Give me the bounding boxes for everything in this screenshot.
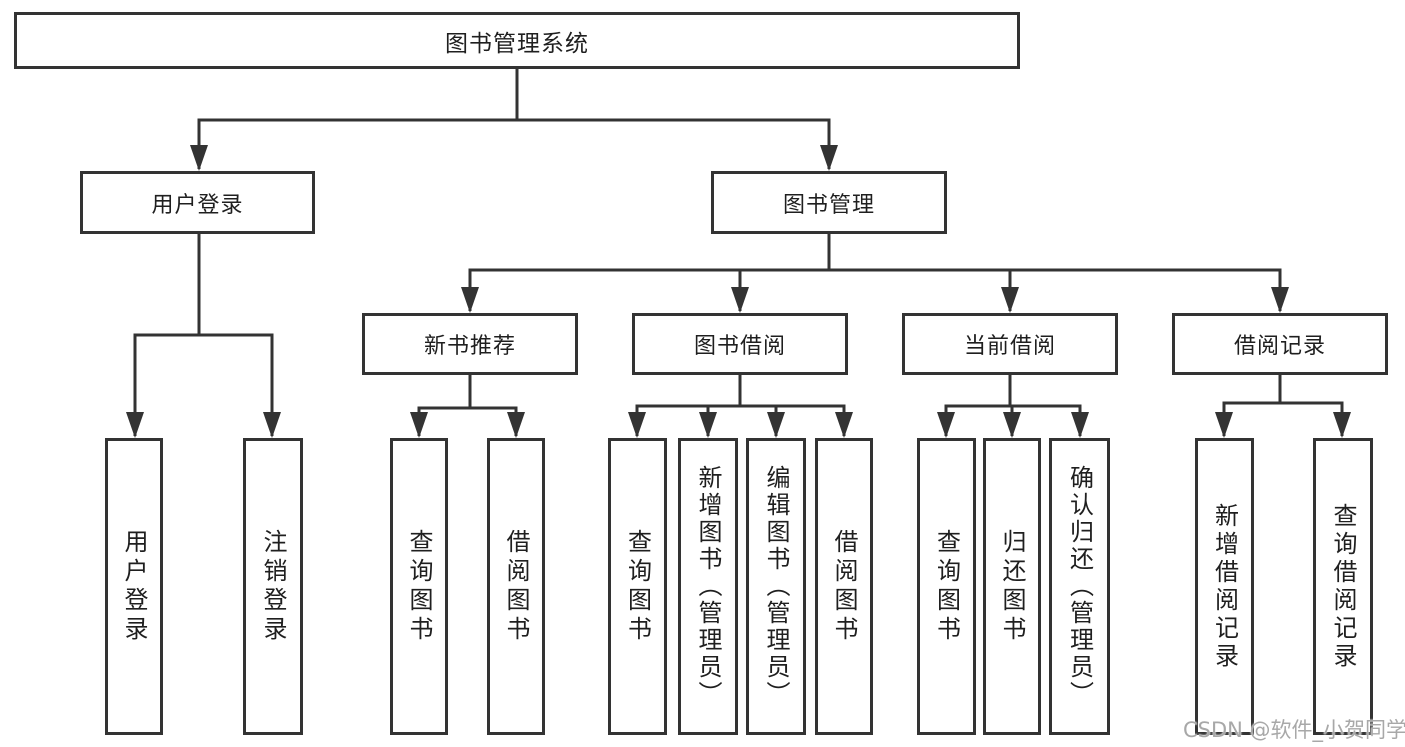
node-label: 新增借阅记录 <box>1210 502 1239 671</box>
connector-book-borrow-children <box>628 375 853 438</box>
node-label: 查询图书 <box>932 528 961 645</box>
node-label: 借阅记录 <box>1233 334 1326 359</box>
node-leaf-borrow-books-2: 借阅图书 <box>815 438 873 735</box>
node-current-borrowing: 当前借阅 <box>902 313 1118 375</box>
node-leaf-edit-book-admin: 编辑图书（管理员） <box>746 438 806 735</box>
node-book-borrowing: 图书借阅 <box>632 313 848 375</box>
connector-user-login-children <box>126 234 281 438</box>
node-leaf-add-book-admin: 新增图书（管理员） <box>678 438 738 735</box>
node-label: 当前借阅 <box>963 334 1056 359</box>
node-borrowing-records: 借阅记录 <box>1172 313 1388 375</box>
node-label: 借阅图书 <box>830 528 858 645</box>
node-library-management-system: 图书管理系统 <box>14 12 1020 69</box>
node-label: 新增图书（管理员） <box>694 465 722 708</box>
node-leaf-query-books-1: 查询图书 <box>390 438 448 735</box>
node-leaf-return-books: 归还图书 <box>983 438 1041 735</box>
node-leaf-query-books-3: 查询图书 <box>917 438 976 735</box>
connector-current-borrow-children <box>937 375 1089 438</box>
connector-new-book-children <box>410 375 525 438</box>
connector-root-to-level2 <box>190 69 838 171</box>
connector-book-mgmt-modules <box>461 234 1289 313</box>
node-label: 图书管理系统 <box>445 30 589 57</box>
node-label: 用户登录 <box>151 192 244 218</box>
node-label: 注销登录 <box>259 528 287 645</box>
node-label: 确认归还（管理员） <box>1065 465 1094 708</box>
node-book-management-branch: 图书管理 <box>711 171 947 234</box>
node-label: 图书借阅 <box>693 334 786 359</box>
connector-borrow-record-children <box>1215 375 1351 438</box>
csdn-watermark: CSDN @软件_小贺同学 <box>1183 718 1405 742</box>
node-leaf-add-borrow-record: 新增借阅记录 <box>1195 438 1254 735</box>
node-label: 图书管理 <box>782 192 875 218</box>
node-user-login-branch: 用户登录 <box>80 171 315 234</box>
node-label: 查询图书 <box>623 528 652 645</box>
node-label: 编辑图书（管理员） <box>762 465 790 708</box>
node-label: 用户登录 <box>120 528 148 645</box>
node-leaf-query-borrow-record: 查询借阅记录 <box>1313 438 1373 735</box>
node-leaf-query-books-2: 查询图书 <box>608 438 667 735</box>
node-leaf-borrow-books-1: 借阅图书 <box>487 438 545 735</box>
node-label: 归还图书 <box>998 528 1026 645</box>
node-label: 借阅图书 <box>502 528 530 645</box>
node-label: 查询图书 <box>405 528 433 645</box>
node-label: 查询借阅记录 <box>1329 502 1357 671</box>
node-leaf-user-login: 用户登录 <box>105 438 163 735</box>
node-label: 新书推荐 <box>423 334 516 359</box>
node-leaf-logout: 注销登录 <box>243 438 303 735</box>
node-new-book-recommend: 新书推荐 <box>362 313 578 375</box>
node-leaf-confirm-return-admin: 确认归还（管理员） <box>1049 438 1110 735</box>
